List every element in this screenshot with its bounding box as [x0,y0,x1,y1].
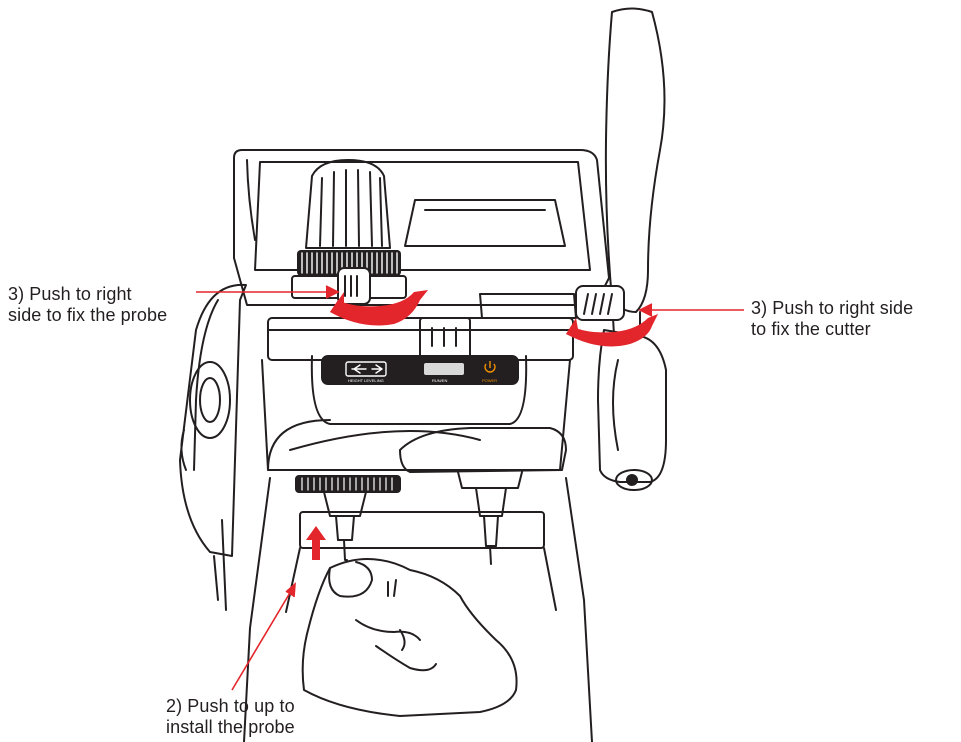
clamp-window [299,511,545,549]
control-panel [321,355,519,385]
left-side-housing [179,283,247,557]
callout-probe-fix: 3) Push to right side to fix the probe [8,284,167,326]
probe-holder [295,475,401,493]
cutter-arm [399,427,567,473]
probe-rotate-arrow [330,290,428,326]
cutter-handle [604,7,666,313]
lower-body [261,359,571,471]
probe-up-arrow [306,526,326,560]
base-body [243,477,593,742]
callout-probe-install-line2: install the probe [166,717,295,737]
callout-cutter-fix-line2: to fix the cutter [751,319,871,339]
run-label: RUN/EN [432,378,447,383]
top-housing [233,149,610,306]
hand [301,558,518,717]
cutter-fix-arrowhead [638,303,653,317]
callout-probe-fix-line1: 3) Push to right [8,284,132,304]
cutter-rotate-arrow [566,314,658,347]
probe-fix-arrowhead [325,285,340,299]
probe-install-arrowhead [285,582,296,598]
probe-install-leader [231,585,295,691]
callout-probe-fix-line2: side to fix the probe [8,305,168,325]
power-icon [484,361,496,373]
cutter-spindle [457,471,523,489]
probe-knob [305,159,391,249]
power-label: POWER [482,378,497,383]
callout-cutter-fix: 3) Push to right side to fix the cutter [751,298,913,340]
callout-probe-install: 2) Push to up to install the probe [166,696,295,738]
callout-cutter-fix-line1: 3) Push to right side [751,298,914,318]
callout-probe-install-line1: 2) Push to up to [166,696,295,716]
height-leveling-label: HEIGHT LEVELING [348,378,384,383]
